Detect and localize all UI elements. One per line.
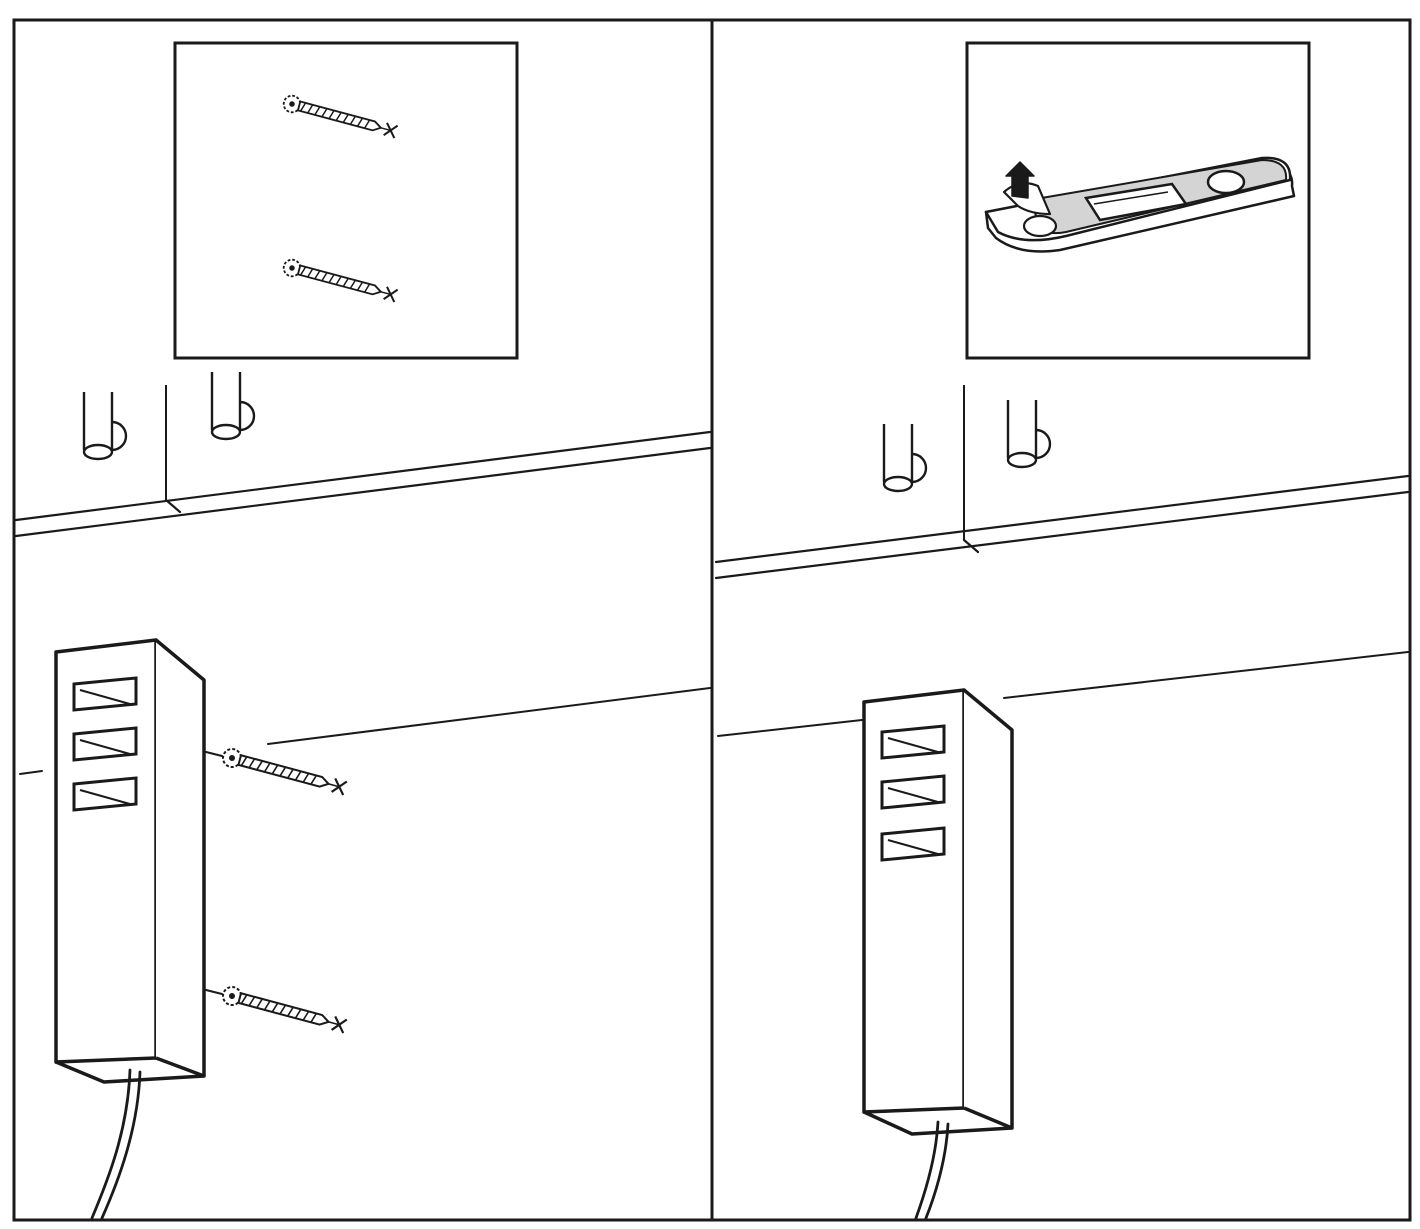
cable-icon [914,1120,950,1220]
left-panel [14,41,712,1220]
cable-icon [90,1068,142,1220]
adhesive-pad-icon [984,156,1296,253]
cabinet-edge [714,474,1410,580]
peel-arrow-icon [1005,161,1035,199]
inset-screws [173,41,519,360]
right-panel [714,41,1410,1220]
power-outlet-icon [862,688,1014,1136]
countertop-line [267,687,711,745]
cabinet-edge [14,430,712,538]
power-outlet-icon [54,638,206,1084]
countertop-line [717,651,1409,737]
inset-adhesive [965,41,1311,360]
